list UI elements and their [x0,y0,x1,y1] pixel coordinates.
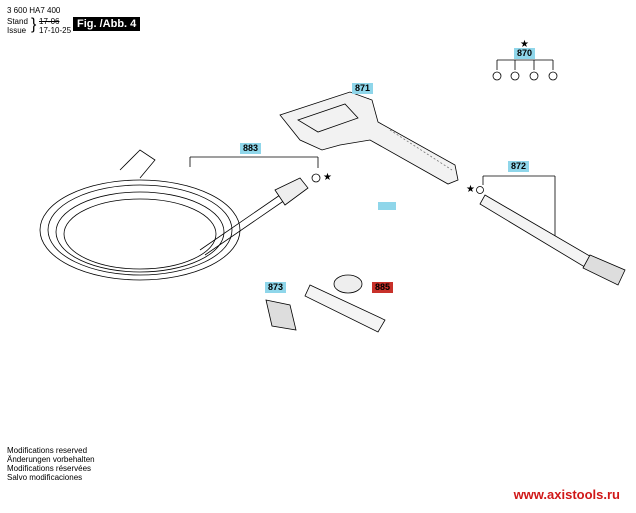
issue-label: Issue [7,26,27,35]
part-label-885[interactable]: 885 [372,282,394,293]
stand-label: Stand [7,17,28,26]
highlight-marker [378,202,396,210]
star-icon: ★ [520,39,529,50]
doc-number: 3 600 HA7 400 [7,6,61,15]
issue-date: 17-10-25 [39,26,72,35]
footer-line: Salvo modificaciones [7,473,83,482]
old-date: 17-06 [39,17,60,26]
part-label-883[interactable]: 883 [240,143,262,154]
footer-line: Modifications réservées [7,464,92,473]
part-label-873[interactable]: 873 [265,282,287,293]
footer-line: Modifications reserved [7,446,88,455]
figure-label: Fig. /Abb. 4 [73,17,141,31]
part-label-870[interactable]: 870 [514,48,536,59]
footer-line: Änderungen vorbehalten [7,455,95,464]
star-icon: ★ [466,184,475,195]
star-icon: ★ [323,172,332,183]
part-label-872[interactable]: 872 [508,161,530,172]
website-link[interactable]: www.axistools.ru [513,487,620,502]
part-label-871[interactable]: 871 [352,83,374,94]
